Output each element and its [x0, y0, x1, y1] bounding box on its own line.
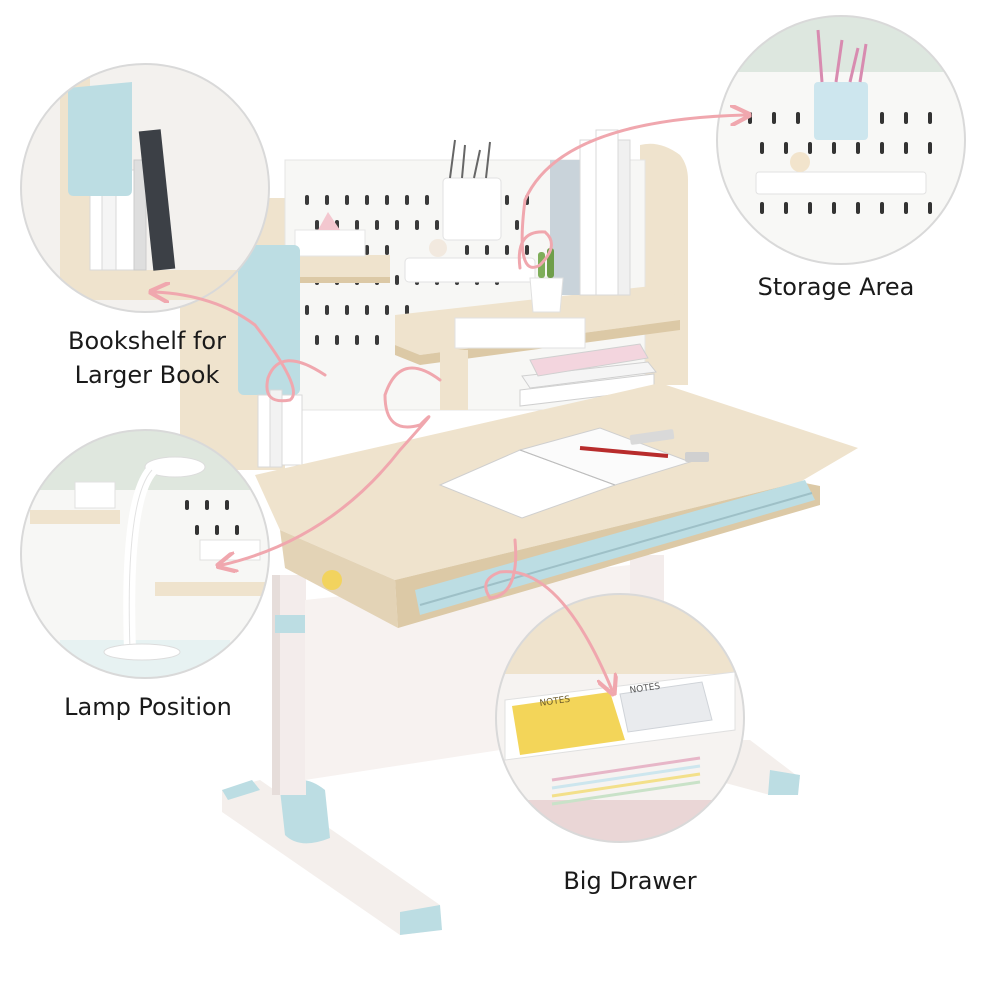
label-drawer: Big Drawer — [520, 864, 740, 898]
drawer-front — [415, 480, 815, 615]
desk — [180, 129, 858, 935]
label-lamp: Lamp Position — [30, 690, 266, 724]
arrow-to-lamp — [222, 366, 442, 565]
arrow-to-bookshelf — [155, 292, 327, 403]
desktop — [255, 383, 858, 628]
label-bookshelf-line1: Bookshelf for — [68, 327, 226, 355]
left-foot — [222, 780, 442, 935]
hutch — [180, 129, 688, 470]
callout-drawer-image: NOTES NOTES — [495, 593, 745, 843]
left-leg — [272, 575, 306, 795]
arrow-to-drawer — [484, 538, 612, 690]
label-bookshelf-line2: Larger Book — [74, 361, 220, 389]
label-drawer-text: Big Drawer — [563, 867, 697, 895]
open-book — [438, 427, 692, 519]
pointer-arrows — [155, 115, 745, 690]
height-knob — [322, 570, 342, 590]
notes-pad-gray — [619, 681, 713, 733]
label-storage: Storage Area — [716, 270, 956, 304]
books-right — [550, 129, 631, 296]
notes-label-left: NOTES — [539, 695, 571, 709]
notes-pad-yellow — [512, 692, 625, 755]
label-lamp-text: Lamp Position — [64, 693, 232, 721]
callout-bookshelf-image — [20, 63, 270, 313]
notes-label-right: NOTES — [629, 682, 661, 696]
arrow-to-storage — [517, 115, 745, 270]
book-stack — [519, 343, 657, 407]
label-bookshelf: Bookshelf for Larger Book — [40, 324, 254, 392]
callout-storage-image — [716, 15, 966, 265]
label-storage-text: Storage Area — [757, 273, 915, 301]
